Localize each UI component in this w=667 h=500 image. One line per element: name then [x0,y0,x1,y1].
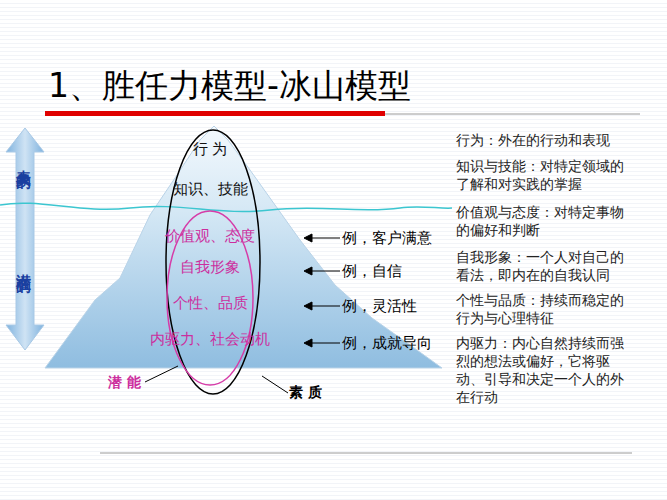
quality-ellipse [166,130,260,394]
example-text: 例，客户满意 [342,229,432,247]
ellipse-label: 潜 能 [108,374,141,391]
leader-line [262,376,288,393]
description-text: 行为：外在的行动和表现 [456,131,628,149]
description-text: 个性与品质：持续而稳定的行为与心理特征 [456,291,628,327]
title-bar [45,111,385,116]
footer-line [100,453,632,454]
layer-text: 价值观、态度 [165,227,255,245]
description-text: 内驱力：内心自然持续而强烈的想法或偏好，它将驱动、引导和决定一个人的外在行动 [456,334,628,406]
description-text: 价值观与态度：对特定事物的偏好和判断 [456,203,628,239]
layer-text: 行 为 [193,140,228,158]
description-text: 自我形象：一个人对自己的看法，即内在的自我认同 [456,248,628,284]
ellipse-label: 素 质 [289,384,322,401]
example-text: 例，成就导向 [342,334,432,352]
side-label: 潜在的 [15,262,33,268]
double-arrow [6,128,44,350]
layer-text: 内驱力、社会动机 [150,330,270,348]
leader-line [145,366,178,382]
example-text: 例，灵活性 [342,297,417,315]
layer-text: 个性、品质 [173,294,248,312]
water-line [0,203,452,211]
description-text: 知识与技能：对特定领域的了解和对实践的掌握 [456,157,628,193]
layer-text: 自我形象 [180,258,240,276]
slide-title: 1、胜任力模型-冰山模型 [48,66,411,106]
side-label: 表象的 [15,158,33,164]
example-arrows [304,234,340,347]
example-text: 例，自信 [342,262,402,280]
layer-text: 知识、技能 [173,180,248,198]
